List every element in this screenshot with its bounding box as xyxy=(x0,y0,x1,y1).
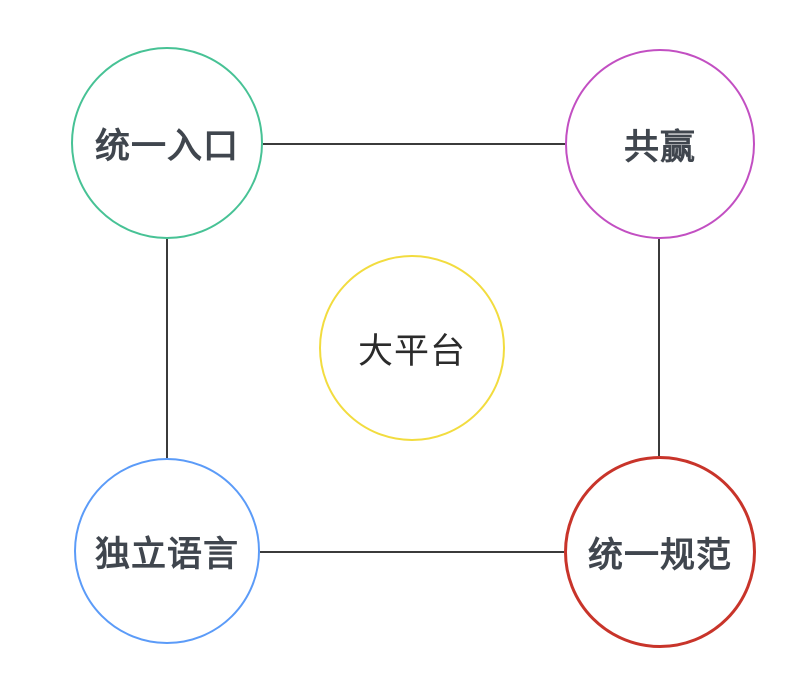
node-unified-entry[interactable]: 统一入口 xyxy=(71,47,263,239)
node-big-platform-label: 大平台 xyxy=(357,331,466,371)
node-unified-standard[interactable]: 统一规范 xyxy=(564,456,756,648)
edge-topleft-bottomleft xyxy=(166,239,168,458)
node-unified-entry-label: 统一入口 xyxy=(94,126,239,166)
edge-bottomleft-bottomright xyxy=(260,551,564,553)
node-win-win-label: 共赢 xyxy=(623,127,696,167)
edge-topleft-topright xyxy=(263,143,565,145)
node-independent-language-label: 独立语言 xyxy=(94,534,239,574)
node-big-platform[interactable]: 大平台 xyxy=(319,255,505,441)
edge-topright-bottomright xyxy=(658,239,660,456)
node-unified-standard-label: 统一规范 xyxy=(587,535,732,575)
node-independent-language[interactable]: 独立语言 xyxy=(74,458,260,644)
node-win-win[interactable]: 共赢 xyxy=(565,49,755,239)
